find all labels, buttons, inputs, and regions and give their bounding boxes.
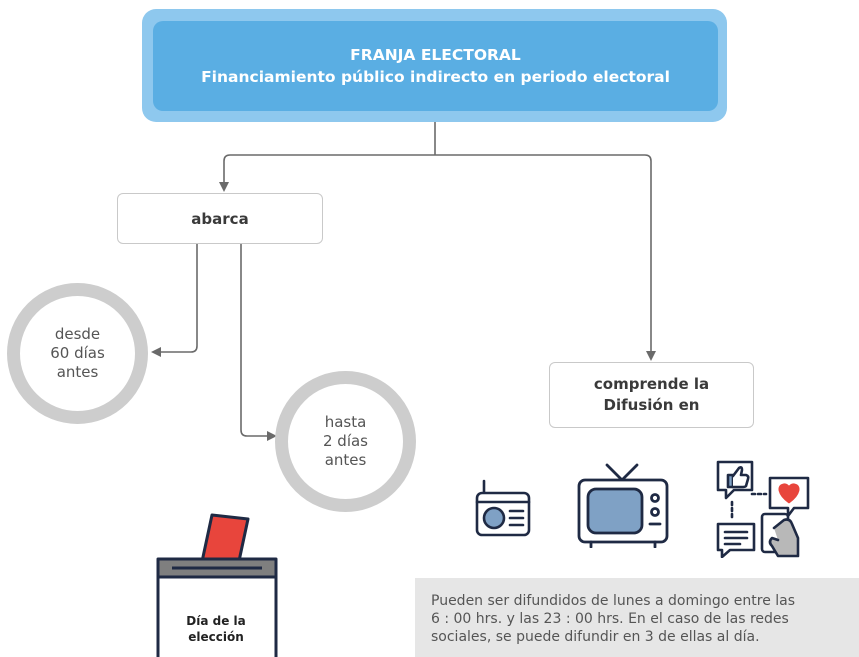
ballot-label: Día de la elección [164, 613, 268, 645]
abarca-box: abarca [117, 193, 323, 244]
social-media-icon [716, 460, 810, 558]
hasta-line-3: antes [324, 451, 367, 469]
note-line-3: sociales, se puede difundir en 3 de ella… [431, 629, 760, 645]
comprende-line-2: Difusión en [603, 396, 700, 414]
schedule-note: Pueden ser difundidos de lunes a domingo… [415, 578, 859, 657]
connector-to-hasta [240, 242, 277, 441]
hasta-circle: hasta 2 días antes [275, 371, 416, 512]
comprende-line-1: comprende la [593, 375, 710, 393]
hasta-line-2: 2 días [322, 432, 368, 450]
ballot-label-line-1: Día de la [186, 614, 246, 628]
desde-line-3: antes [56, 363, 99, 381]
comprende-box: comprende la Difusión en [549, 362, 754, 428]
title-box: FRANJA ELECTORAL Financiamiento público … [153, 21, 718, 111]
ballot-box-icon [156, 513, 278, 657]
abarca-label: abarca [191, 209, 249, 228]
radio-icon [475, 479, 531, 537]
desde-circle: desde 60 días antes [7, 283, 148, 424]
television-icon [577, 463, 669, 548]
ballot-label-line-2: elección [188, 630, 244, 644]
note-line-2: 6 : 00 hrs. y las 23 : 00 hrs. En el cas… [431, 611, 789, 627]
title-line-1: FRANJA ELECTORAL [350, 46, 521, 64]
ballot-box-body [156, 575, 278, 657]
desde-line-2: 60 días [50, 344, 105, 362]
hasta-line-1: hasta [324, 413, 367, 431]
connector-to-desde [151, 242, 198, 357]
note-line-1: Pueden ser difundidos de lunes a domingo… [431, 593, 796, 609]
connector-to-abarca [219, 154, 435, 192]
desde-line-1: desde [54, 325, 101, 343]
title-line-2: Financiamiento público indirecto en peri… [201, 68, 670, 86]
connector-to-comprende [435, 154, 656, 361]
